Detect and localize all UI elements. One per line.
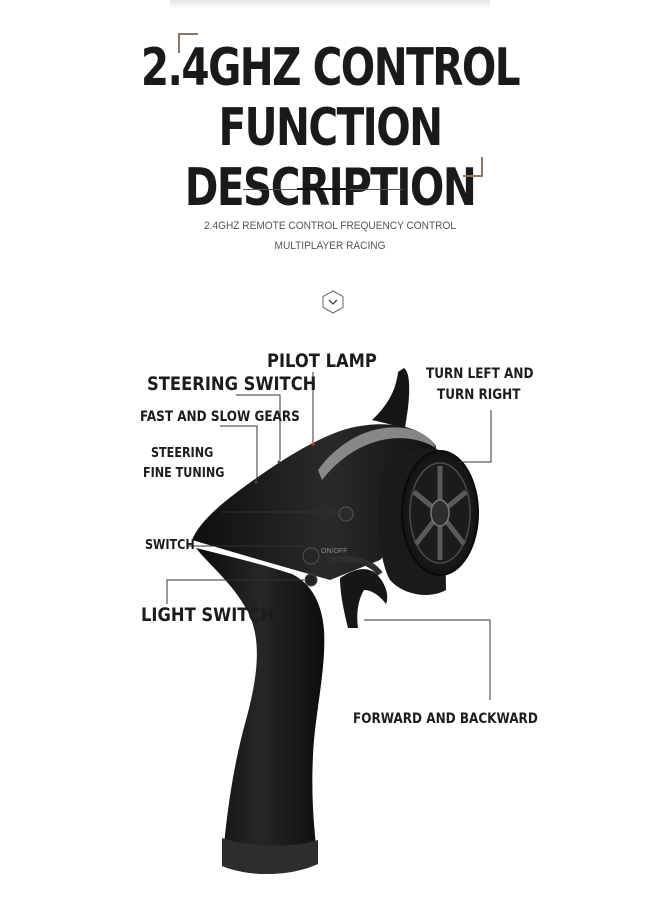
top-shadow [170,0,490,8]
label-fine-tuning-line2: FINE TUNING [143,466,225,481]
label-steering-switch: STEERING SWITCH [147,373,317,395]
bracket-bottom-right [463,157,483,177]
bracket-top-left [178,33,198,53]
handle-base [222,838,318,875]
steering-wheel [401,450,479,576]
page-title-line1: 2.4GHZ CONTROL [140,38,521,98]
steering-switch-leader [236,394,281,460]
subtitle-line1: 2.4GHZ REMOTE CONTROL FREQUENCY CONTROL [204,220,456,232]
label-fast-slow-gears: FAST AND SLOW GEARS [140,409,300,425]
label-turn-line2: TURN RIGHT [437,387,521,403]
subtitle-line2: MULTIPLAYER RACING [274,240,386,252]
antenna [372,368,410,428]
label-pilot-lamp: PILOT LAMP [267,350,377,372]
divider-accent [297,188,349,190]
steering-switch-button [254,480,258,484]
light-switch-button [304,573,318,587]
gear-button [277,460,281,464]
power-switch-button [302,547,320,565]
chevron-down-hexagon-icon [322,290,344,314]
forward-backward-leader [364,619,491,700]
power-switch-text: ON/OFF [321,548,347,555]
label-turn-line1: TURN LEFT AND [426,366,534,382]
trigger [340,569,388,628]
top-shell [192,424,438,580]
label-switch: SWITCH [145,538,195,553]
pilot-lamp-dot [311,442,315,446]
light-switch-leader [166,579,304,604]
silver-rim [318,427,436,480]
turn-leader [458,410,492,463]
fast-slow-leader [220,425,258,480]
label-light-switch: LIGHT SWITCH [141,604,275,626]
handle-body [196,548,325,874]
fine-tuning-knob [338,506,354,522]
trigger-guard [329,555,383,576]
label-fine-tuning-line1: STEERING [151,446,214,461]
label-forward-backward: FORWARD AND BACKWARD [353,711,538,727]
